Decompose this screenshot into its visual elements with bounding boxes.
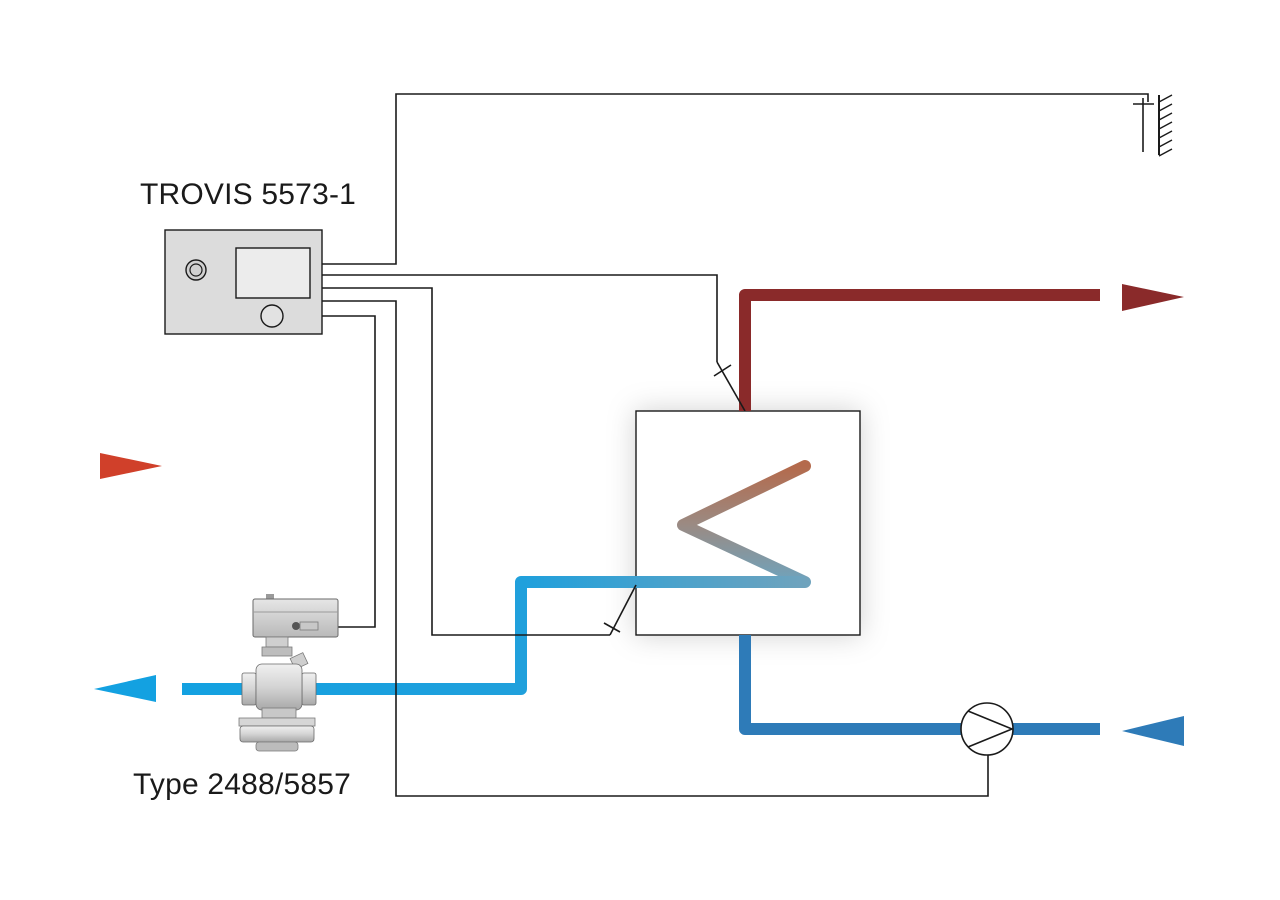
- secondary-return-inlet-arrow: [1122, 716, 1184, 746]
- primary-return-outlet-arrow: [94, 675, 156, 702]
- controller-display: [235, 247, 311, 299]
- primary-supply-line: [100, 453, 805, 479]
- primary-supply-inlet-arrow: [100, 453, 162, 479]
- heat-exchanger-coil: [677, 460, 811, 588]
- control-valve-icon: [238, 594, 339, 752]
- secondary-supply-outlet-arrow: [1122, 284, 1184, 311]
- valve-label: Type 2488/5857: [133, 768, 351, 801]
- outdoor-sensor-icon: [1133, 94, 1173, 157]
- circulation-pump-icon: [960, 702, 1015, 756]
- heat-exchanger: [635, 410, 861, 636]
- controller-label: TROVIS 5573-1: [140, 178, 357, 211]
- controller-knob: [185, 259, 207, 281]
- secondary-supply-line: [739, 284, 1184, 411]
- secondary-return-line: [739, 635, 1184, 746]
- secondary-supply-sensor: [713, 361, 746, 412]
- primary-return-sensor: [603, 584, 637, 636]
- controller-rotary-button: [260, 304, 284, 328]
- control-wiring: [322, 93, 1149, 797]
- controller-icon: [164, 229, 323, 335]
